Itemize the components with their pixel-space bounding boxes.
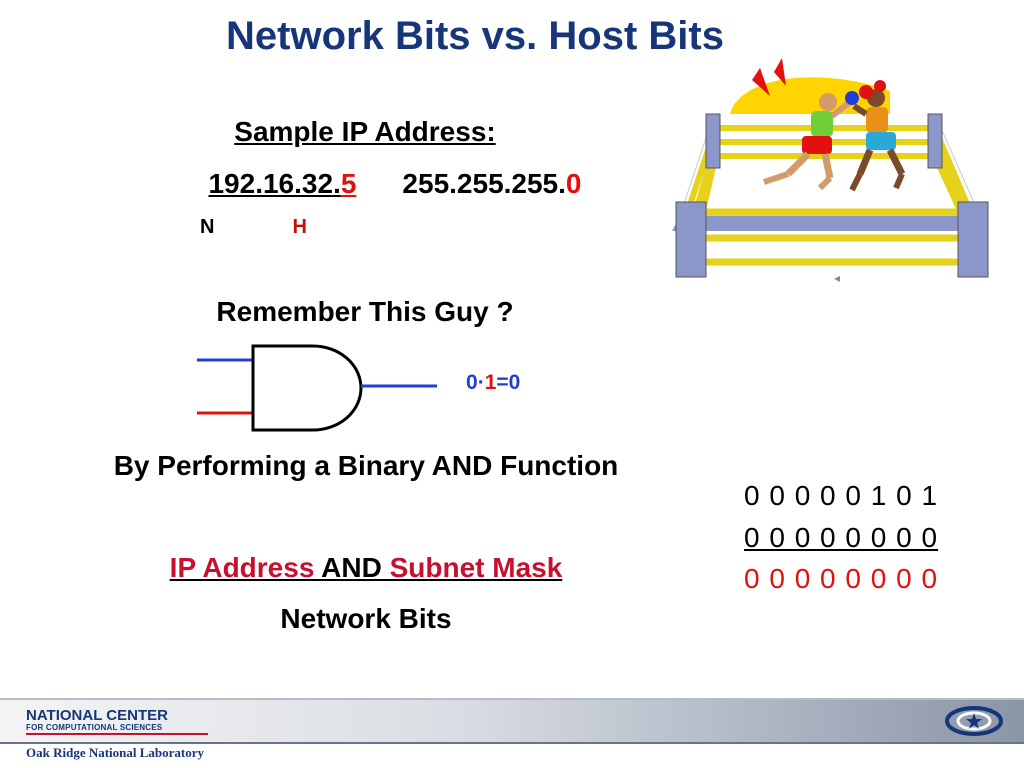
network-bits-label: Network Bits [280, 603, 452, 634]
ncs-logo-main: NATIONAL CENTER [26, 707, 168, 724]
page-title: Network Bits vs. Host Bits [226, 14, 724, 58]
eq-dot: · [477, 371, 485, 394]
remember-heading: Remember This Guy ? [216, 296, 514, 327]
sample-ip-line: 192.16.32.5 255.255.255.0 [100, 168, 690, 200]
binary-and-heading: By Performing a Binary AND Function [113, 450, 619, 481]
ncs-logo-sub: FOR COMPUTATIONAL SCIENCES [26, 723, 163, 732]
op-and: AND [321, 552, 382, 583]
footer-bar [0, 698, 1024, 744]
mask-host-part: 0 [565, 168, 582, 199]
ip-host-part: 5 [340, 168, 357, 199]
boxing-ring-icon [672, 58, 989, 278]
host-label: H [292, 216, 307, 238]
and-gate-icon [197, 344, 437, 432]
ip-network-part: 192.16.32 [208, 168, 334, 199]
mask-prefix: 255.255.255. [402, 168, 566, 199]
mask-bits-row: 0 0 0 0 0 0 0 0 [744, 522, 939, 553]
organization-name: Oak Ridge National Laboratory [26, 745, 205, 760]
footer-divider [0, 742, 1024, 744]
result-bits-row: 0 0 0 0 0 0 0 0 [744, 563, 939, 594]
ip-bits-row: 0 0 0 0 0 1 0 1 [744, 480, 939, 511]
network-label: N [200, 216, 215, 238]
op-ip-address: IP Address [169, 552, 322, 583]
and-equation: 0·1=0 [466, 371, 520, 395]
eq-result: =0 [496, 371, 521, 394]
op-subnet-mask: Subnet Mask [381, 552, 563, 583]
ncs-logo: NATIONAL CENTER FOR COMPUTATIONAL SCIENC… [26, 708, 208, 735]
eq-a: 0 [466, 371, 478, 394]
operation-line: IP Address AND Subnet Mask [0, 552, 732, 584]
ip-dot: . [333, 168, 341, 199]
speaker-icon[interactable]: ◂ [834, 271, 841, 285]
sample-ip-heading: Sample IP Address: [234, 116, 496, 147]
eq-b: 1 [484, 371, 497, 394]
ccs-logo-icon [945, 706, 1003, 736]
